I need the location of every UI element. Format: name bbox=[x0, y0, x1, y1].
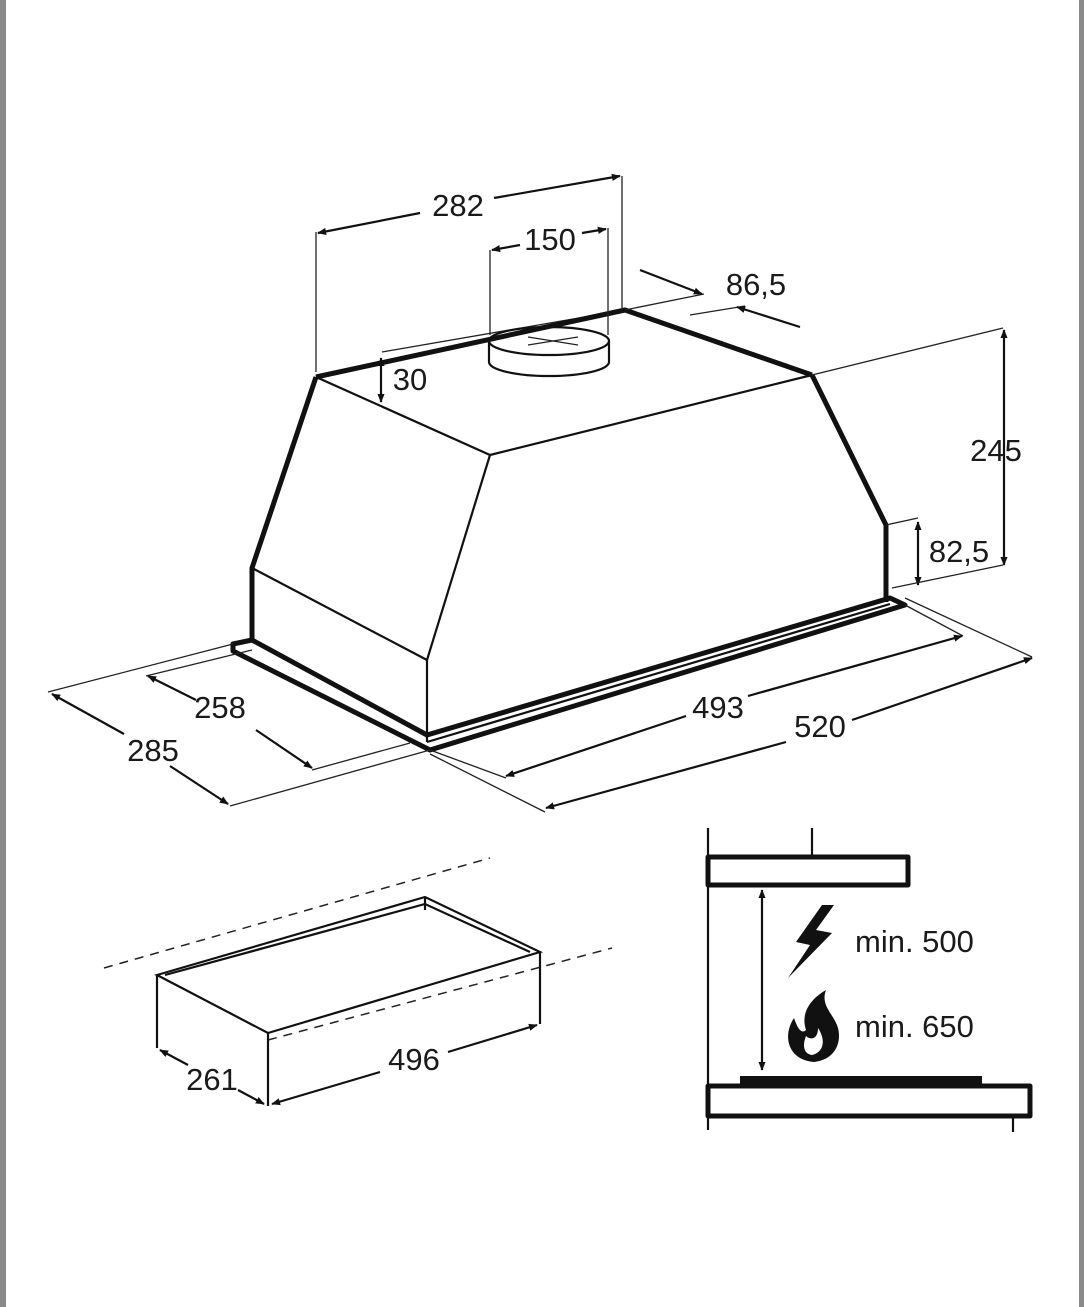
dim-duct-offset: 86,5 bbox=[726, 267, 786, 302]
cutout-drawing: 261 496 bbox=[103, 857, 613, 1106]
dim-cutout-width: 496 bbox=[388, 1042, 440, 1077]
dim-top-width: 282 bbox=[432, 188, 484, 223]
lightning-icon bbox=[788, 905, 834, 978]
dim-duct-height: 30 bbox=[393, 362, 427, 397]
cooktop-counter bbox=[705, 1083, 1033, 1119]
hood-drawing bbox=[230, 307, 908, 753]
hood-right-outline bbox=[809, 373, 889, 602]
cutout-dashed-line-back bbox=[103, 857, 491, 969]
dim-inner-width: 493 bbox=[692, 690, 744, 725]
hood-dimensions: 282 150 86,5 30 245 82,5 258 bbox=[47, 173, 1033, 813]
dim-cutout-depth: 261 bbox=[186, 1062, 238, 1097]
right-frame-border bbox=[1079, 0, 1084, 1307]
dim-duct-diameter: 150 bbox=[524, 222, 576, 257]
dim-total-height: 245 bbox=[970, 433, 1022, 468]
hood-top-front-edge bbox=[489, 373, 813, 457]
clearance-drawing: min. 500 min. 650 bbox=[705, 828, 1033, 1132]
electric-clearance-label: min. 500 bbox=[855, 924, 974, 959]
cutout-dashed-line-front bbox=[267, 947, 613, 1041]
hood-side-view bbox=[705, 854, 911, 888]
cooktop-surface bbox=[740, 1076, 982, 1084]
left-frame-border bbox=[0, 0, 6, 1307]
hood-lower-left-edge bbox=[251, 567, 428, 661]
dim-front-height: 82,5 bbox=[929, 534, 989, 569]
hood-left-outline bbox=[249, 376, 319, 642]
hood-flange-inner-line bbox=[426, 602, 891, 744]
gas-clearance-label: min. 650 bbox=[855, 1009, 974, 1044]
hood-front-slope-edge bbox=[425, 454, 492, 661]
flame-icon bbox=[788, 990, 839, 1062]
cutout-top-face bbox=[154, 895, 544, 1035]
hood-front-top-edge bbox=[315, 375, 491, 457]
hood-bottom-flange bbox=[230, 595, 908, 753]
duct-collar bbox=[487, 325, 611, 378]
dim-outer-depth: 285 bbox=[127, 733, 179, 768]
dim-inner-depth: 258 bbox=[194, 690, 246, 725]
dim-outer-width: 520 bbox=[794, 709, 846, 744]
cutout-inner-rim bbox=[164, 902, 531, 977]
